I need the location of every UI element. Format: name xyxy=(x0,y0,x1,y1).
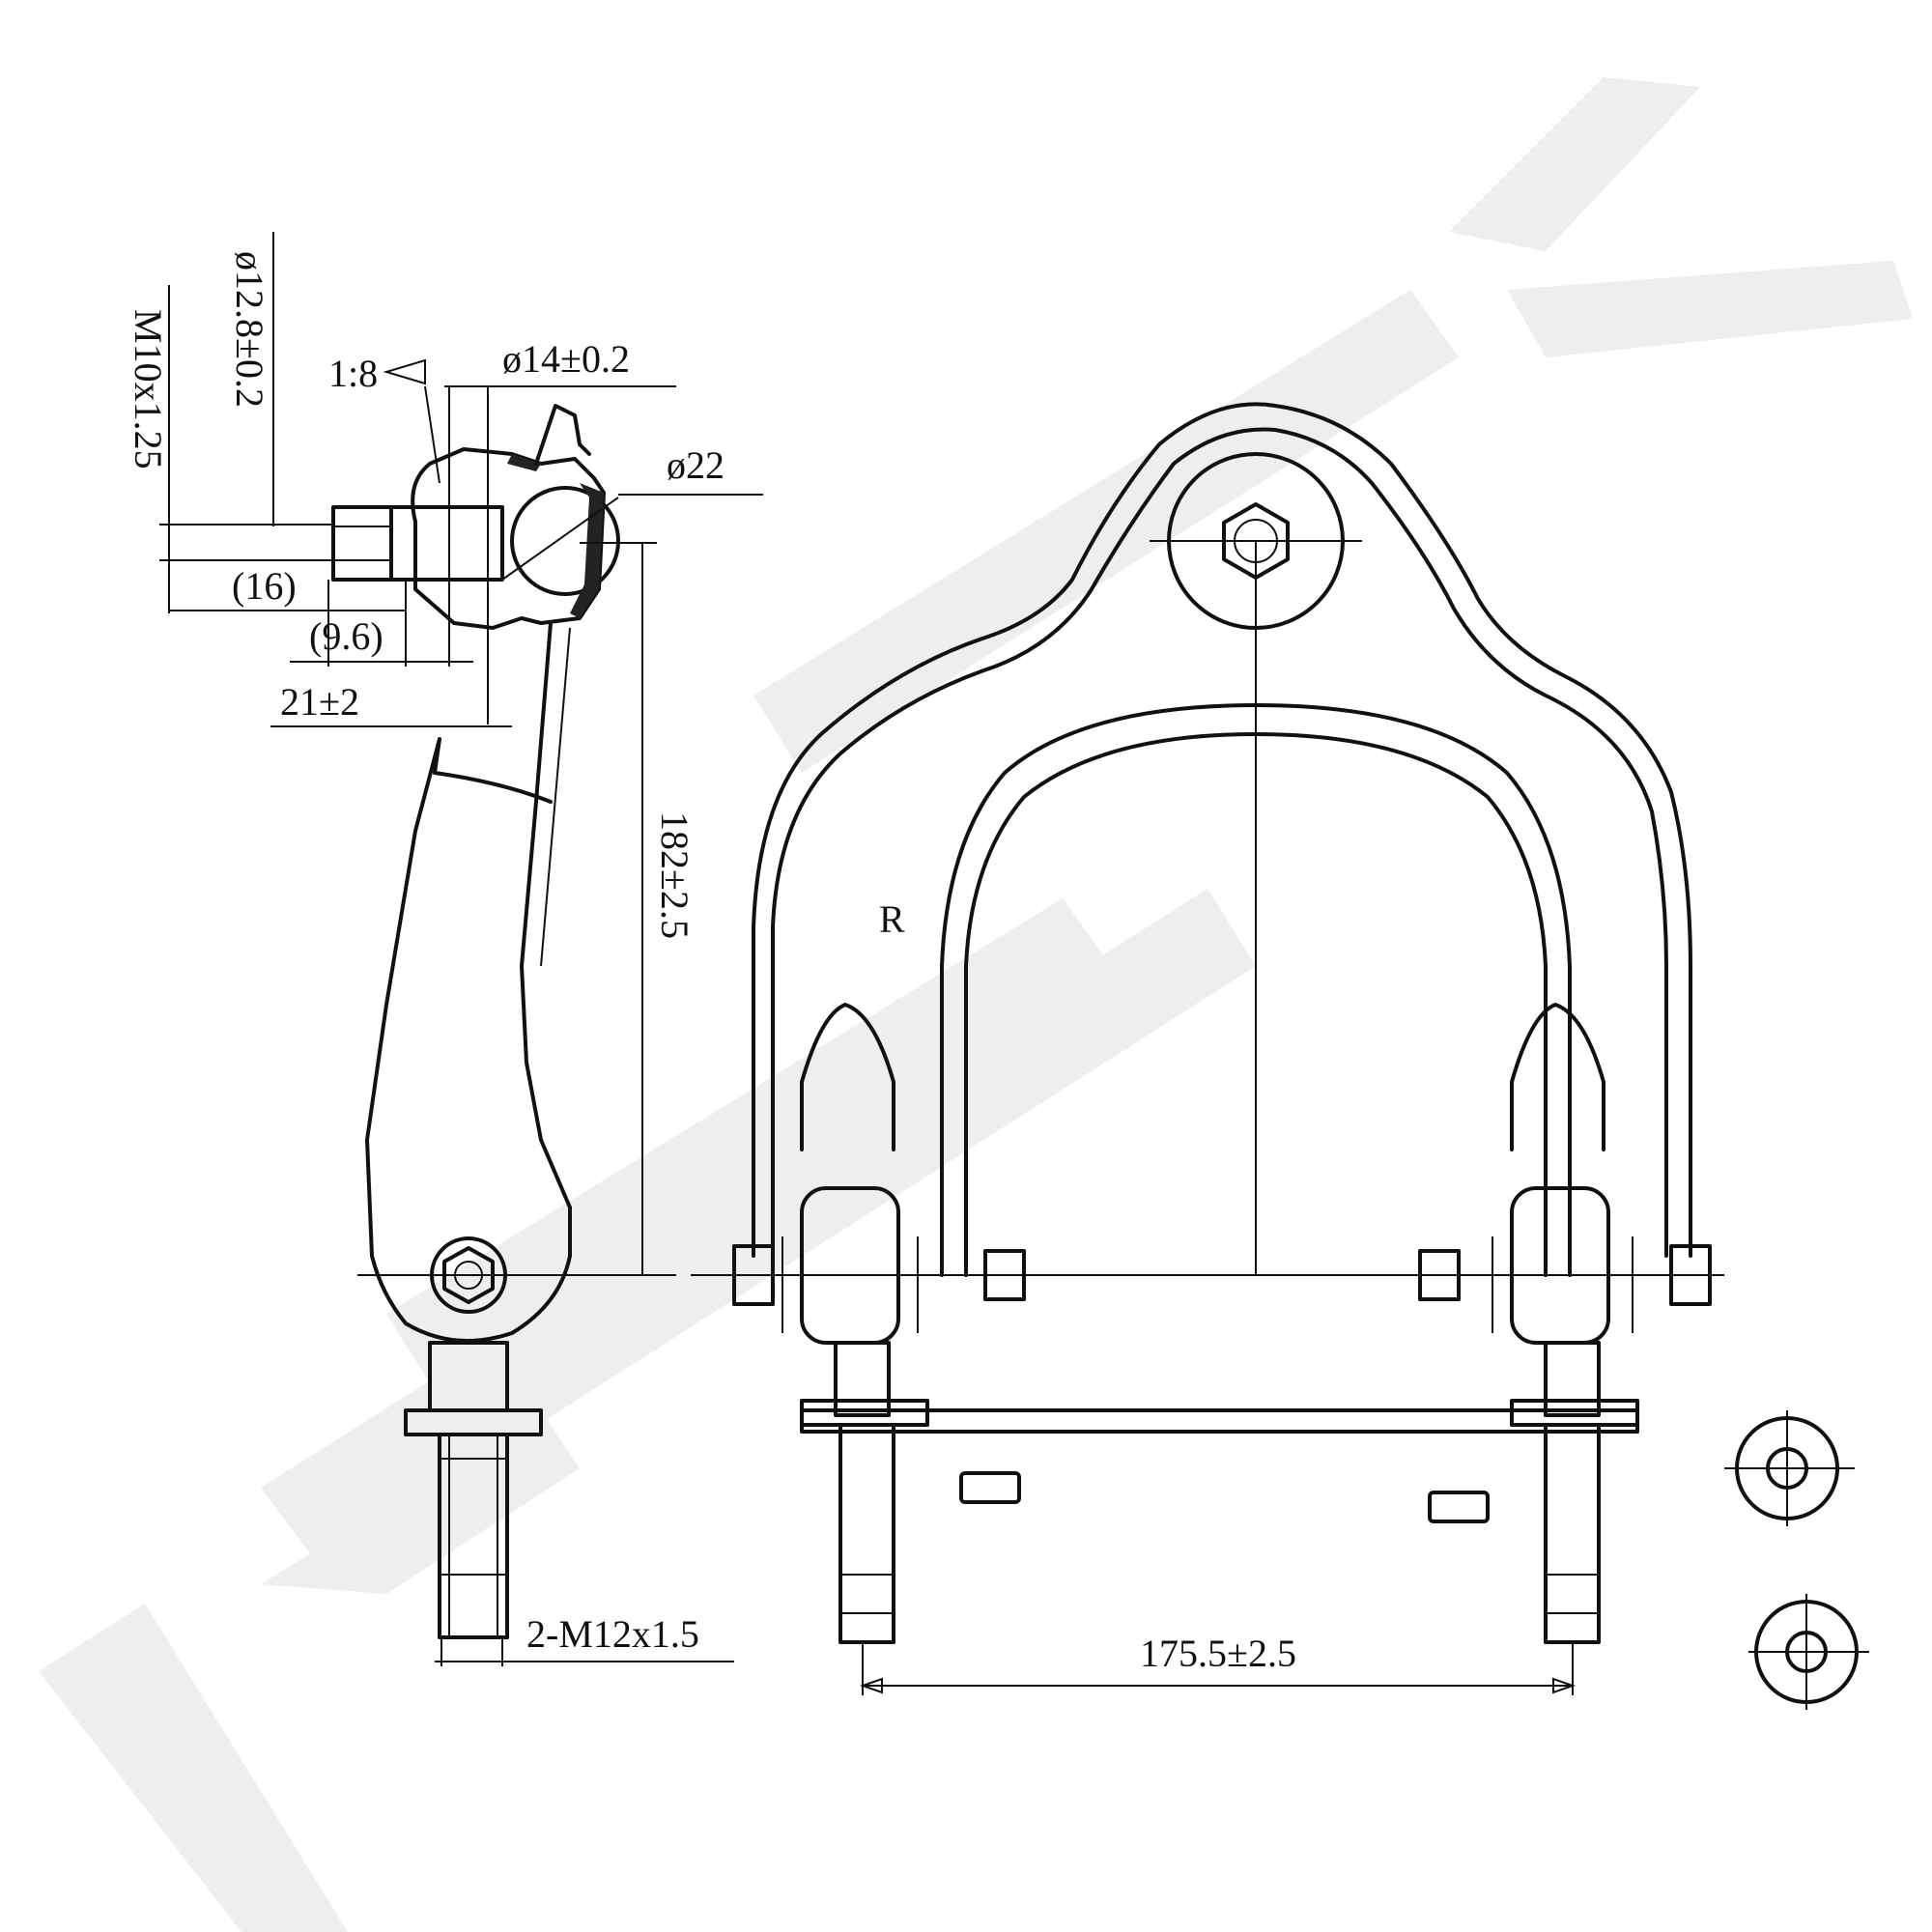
washer-icon xyxy=(1748,1594,1869,1710)
left-mount-bracket xyxy=(800,1003,895,1151)
arm-outer-arch xyxy=(752,402,1692,1258)
arm-top-edge xyxy=(433,737,553,804)
offset-16-label: (16) xyxy=(232,564,297,608)
span-label: 175.5±2.5 xyxy=(1140,1632,1296,1675)
nut-icon xyxy=(1428,1491,1490,1523)
arm-outer-arch-2 xyxy=(771,427,1668,1258)
watermark-stroke-1 xyxy=(39,1604,348,1932)
stud-diameter-label: ø14±0.2 xyxy=(502,337,630,381)
housing-hatch-2 xyxy=(507,454,541,471)
right-stud-thread xyxy=(1544,1423,1601,1644)
bushing-bolt-nut xyxy=(442,1246,495,1304)
right-stud-body xyxy=(1544,1341,1601,1417)
arm-flange xyxy=(540,627,571,967)
offset-9-6-label: (9.6) xyxy=(309,614,384,658)
arm-bottom-curve xyxy=(370,1206,572,1343)
watermark xyxy=(39,77,1913,1932)
watermark-stroke-6 xyxy=(1449,77,1700,251)
right-mount-bracket xyxy=(1510,1003,1605,1151)
pivot-shaft xyxy=(800,1408,1639,1434)
castle-nut xyxy=(331,505,393,582)
right-stud-washer xyxy=(1510,1399,1639,1427)
arm-inner-line xyxy=(520,621,572,1209)
lower-stud-thread xyxy=(438,1433,509,1639)
height-label: 182±2.5 xyxy=(653,811,696,939)
watermark-stroke-3 xyxy=(386,898,1111,1391)
radius-label: R xyxy=(879,897,905,941)
nut-icon xyxy=(959,1471,1021,1504)
stud-shank xyxy=(389,505,504,582)
pin-diameter-label: ø12.8±0.2 xyxy=(228,251,271,408)
right-bushing xyxy=(1510,1186,1610,1345)
taper-triangle-icon xyxy=(383,358,426,385)
taper-label: 1:8 xyxy=(328,352,378,395)
watermark-stroke-4 xyxy=(261,889,1256,1565)
housing-hatch xyxy=(570,483,604,618)
ball-joint-housing xyxy=(411,447,606,630)
front-view: R 175.5±2.5 xyxy=(691,402,1869,1710)
bolt-thread-label: 2-M12x1.5 xyxy=(526,1612,699,1656)
ball-stud xyxy=(510,486,620,596)
watermark-stroke-7 xyxy=(1507,261,1913,357)
left-stud-thread xyxy=(838,1423,895,1644)
watermark-stroke-5 xyxy=(753,290,1459,773)
left-stud-washer xyxy=(800,1399,929,1427)
left-stud-body xyxy=(834,1341,891,1417)
side-view xyxy=(331,404,676,1639)
washer-icon xyxy=(1724,1410,1855,1526)
offset-21-label: 21±2 xyxy=(280,680,359,724)
arm-outer-line xyxy=(365,737,441,1258)
ball-diameter-label: ø22 xyxy=(667,443,724,487)
side-view-dimensions: M10x1.25 ø12.8±0.2 1:8 ø14±0.2 ø22 (16) … xyxy=(127,232,763,1666)
boot-lip xyxy=(534,404,591,466)
thread-label: M10x1.25 xyxy=(127,309,170,469)
